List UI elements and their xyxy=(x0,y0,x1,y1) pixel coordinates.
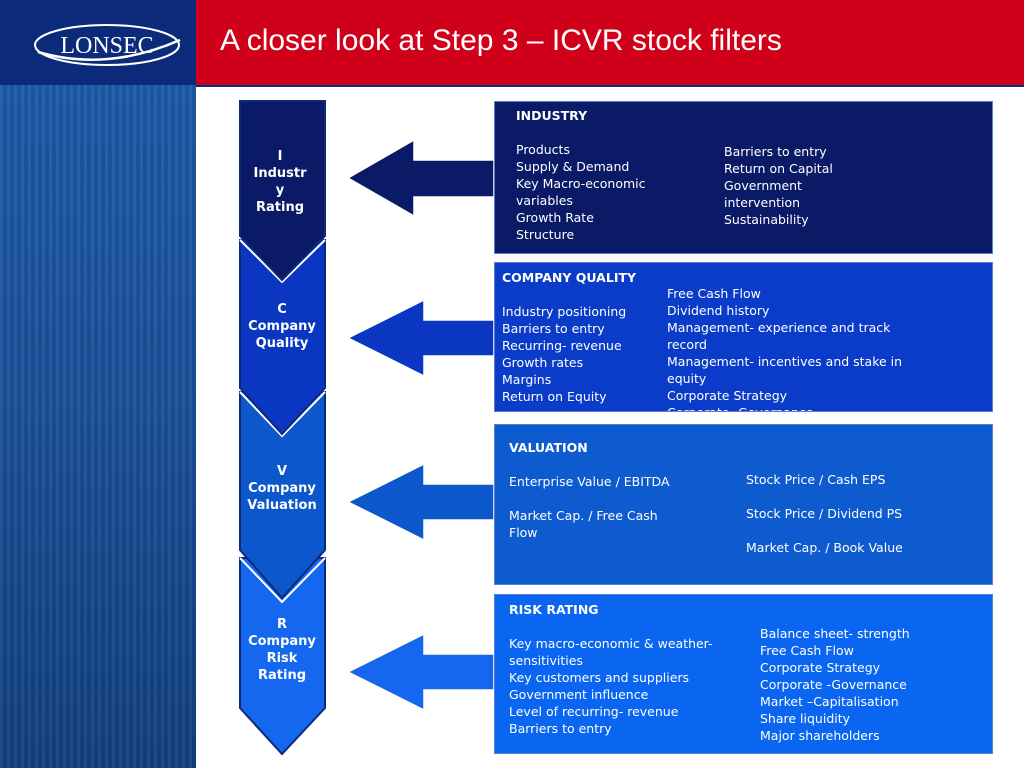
list-item: Flow xyxy=(509,525,538,540)
list-item: Key customers and suppliers xyxy=(509,670,690,685)
list-item: Products xyxy=(516,142,570,157)
logo-text: LONSEC xyxy=(60,33,153,59)
list-item: Market Cap. / Book Value xyxy=(746,540,903,555)
industry-left-list: Products Supply & Demand Key Macro-econo… xyxy=(516,141,646,243)
list-item: Barriers to entry xyxy=(509,721,612,736)
stage-label-line: I xyxy=(278,149,283,164)
list-item: Growth Rate xyxy=(516,210,594,225)
list-item: Corporate Strategy xyxy=(760,660,881,675)
industry-heading: INDUSTRY xyxy=(516,108,588,123)
risk-rating-box: RISK RATING Key macro-economic & weather… xyxy=(494,594,993,754)
valuation-right-list: Stock Price / Cash EPS Stock Price / Div… xyxy=(746,471,903,556)
list-item: sensitivities xyxy=(509,653,583,668)
risk-heading: RISK RATING xyxy=(509,602,599,617)
list-item: Return on Capital xyxy=(724,161,833,176)
list-item: Government influence xyxy=(509,687,649,702)
industry-box: INDUSTRY Products Supply & Demand Key Ma… xyxy=(494,101,993,254)
list-item: Barriers to entry xyxy=(502,321,605,336)
list-item: Sustainability xyxy=(724,212,809,227)
stage-label-line: Rating xyxy=(256,200,304,215)
list-item: Corporate -Governance xyxy=(760,677,907,692)
industry-right-list: Barriers to entry Return on Capital Gove… xyxy=(724,143,833,228)
list-item xyxy=(746,522,903,539)
quality-heading: COMPANY QUALITY xyxy=(502,270,637,285)
decorative-left-band xyxy=(0,85,196,768)
list-item: Stock Price / Cash EPS xyxy=(746,472,886,487)
list-item: Corporate- Governance xyxy=(667,404,902,411)
list-item: Return on Equity xyxy=(502,389,607,404)
stage-label-line: Company xyxy=(248,319,316,334)
stage-label-line: Industr xyxy=(253,166,307,181)
arrow-valuation xyxy=(346,462,495,542)
list-item: Free Cash Flow xyxy=(667,286,761,301)
stage-chevron-industry xyxy=(239,100,326,282)
risk-left-list: Key macro-economic & weather- sensitivit… xyxy=(509,635,713,737)
header-bar xyxy=(196,0,1024,85)
arrow-risk xyxy=(346,632,495,712)
list-item: equity xyxy=(667,371,707,386)
list-item: Supply & Demand xyxy=(516,159,630,174)
arrow-industry xyxy=(346,138,495,218)
header-logo-area xyxy=(0,0,196,85)
list-item: Industry positioning xyxy=(502,304,627,319)
stage-label-line: Valuation xyxy=(247,498,316,513)
stage-label-line: Rating xyxy=(258,668,306,683)
quality-right-list: Free Cash Flow Dividend history Manageme… xyxy=(667,285,903,411)
list-item: record xyxy=(667,337,707,352)
valuation-left-list: Enterprise Value / EBITDA Market Cap. / … xyxy=(509,473,670,541)
stage-label-line: Company xyxy=(248,481,316,496)
valuation-heading: VALUATION xyxy=(509,440,588,455)
list-item: Market –Capitalisation xyxy=(760,694,899,709)
list-item xyxy=(509,490,670,507)
list-item: Recurring- revenue xyxy=(502,338,622,353)
list-item: Margins xyxy=(502,372,552,387)
list-item: Market Cap. / Free Cash xyxy=(509,508,658,523)
risk-right-list: Balance sheet- strength Free Cash Flow C… xyxy=(760,625,910,744)
list-item: Stock Price / Dividend PS xyxy=(746,506,903,521)
page-title: A closer look at Step 3 – ICVR stock fil… xyxy=(220,24,782,57)
list-item: Enterprise Value / EBITDA xyxy=(509,474,670,489)
list-item: Growth rates xyxy=(502,355,584,370)
stage-label-line: C xyxy=(277,302,287,317)
list-item: Barriers to entry xyxy=(724,144,827,159)
list-item: Dividend history xyxy=(667,303,770,318)
list-item: Government xyxy=(724,178,802,193)
list-item: Key Macro-economic xyxy=(516,176,646,191)
list-item: Corporate Strategy xyxy=(667,388,788,403)
stage-label-line: y xyxy=(276,183,285,198)
company-quality-box: COMPANY QUALITY Industry positioning Bar… xyxy=(494,262,993,412)
list-item: variables xyxy=(516,193,573,208)
stage-label-line: R xyxy=(277,617,287,632)
stage-label-line: Quality xyxy=(256,336,309,351)
stage-label-line: Risk xyxy=(267,651,298,666)
list-item xyxy=(746,488,903,505)
stage-label-line: Company xyxy=(248,634,316,649)
quality-left-list: Industry positioning Barriers to entry R… xyxy=(502,303,626,405)
list-item: Structure xyxy=(516,227,575,242)
list-item: Balance sheet- strength xyxy=(760,626,910,641)
header-rule xyxy=(0,85,1024,87)
list-item: Level of recurring- revenue xyxy=(509,704,679,719)
arrow-quality xyxy=(346,298,495,378)
list-item: Share liquidity xyxy=(760,711,851,726)
list-item: Major shareholders xyxy=(760,728,880,743)
valuation-box: VALUATION Enterprise Value / EBITDA Mark… xyxy=(494,424,993,585)
list-item: Free Cash Flow xyxy=(760,643,854,658)
list-item: intervention xyxy=(724,195,801,210)
list-item: Management- incentives and stake in xyxy=(667,354,903,369)
list-item: Management- experience and track xyxy=(667,320,891,335)
stage-label-line: V xyxy=(277,464,287,479)
lonsec-logo: LONSEC xyxy=(34,24,181,66)
list-item: Key macro-economic & weather- xyxy=(509,636,713,651)
